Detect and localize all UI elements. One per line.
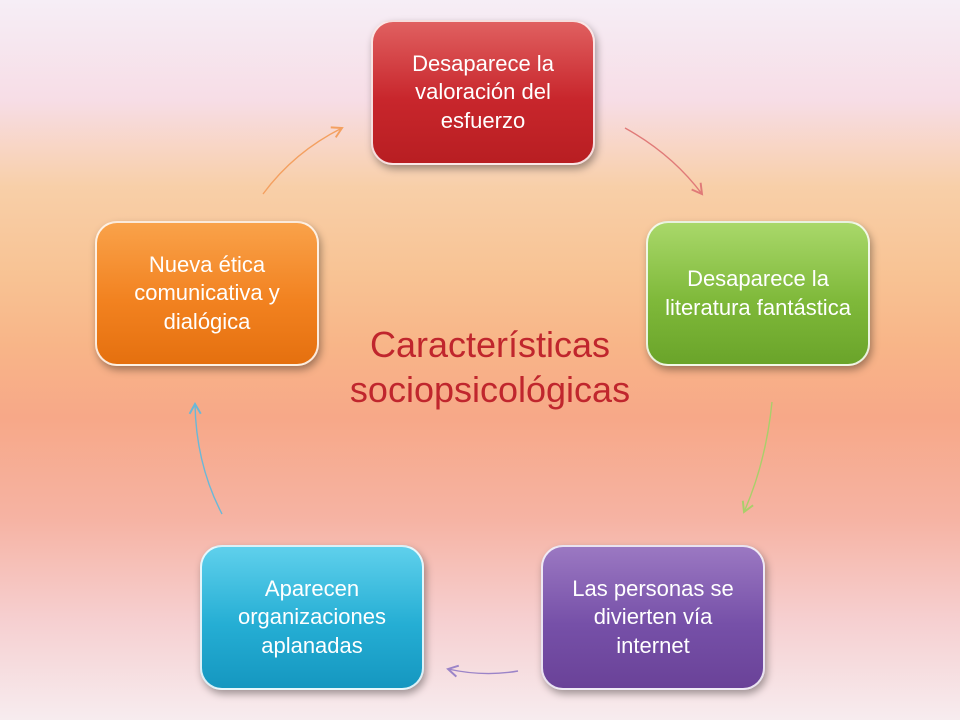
node-desaparece-literatura-fantastica: Desaparece la literatura fantástica xyxy=(646,221,870,366)
arrow-left-to-top xyxy=(262,126,344,195)
node-label: Aparecen organizaciones aplanadas xyxy=(238,575,386,658)
node-label: Desaparece la literatura fantástica xyxy=(665,265,851,320)
node-desaparece-valoracion-esfuerzo: Desaparece la valoración del esfuerzo xyxy=(371,20,595,165)
center-title-line2: sociopsicológicas xyxy=(349,369,631,410)
arrow-right-to-bottom-right xyxy=(741,401,773,514)
node-label: Las personas se divierten vía internet xyxy=(572,575,734,658)
node-label: Nueva ética comunicativa y dialógica xyxy=(134,251,280,334)
arrow-bottom-left-to-left xyxy=(188,402,223,515)
center-title: Características sociopsicológicas xyxy=(290,322,690,412)
arrow-bottom-right-to-bottom-left xyxy=(446,664,519,678)
node-organizaciones-aplanadas: Aparecen organizaciones aplanadas xyxy=(200,545,424,690)
center-title-line1: Características xyxy=(369,324,611,365)
node-nueva-etica-comunicativa: Nueva ética comunicativa y dialógica xyxy=(95,221,319,366)
node-personas-divierten-internet: Las personas se divierten vía internet xyxy=(541,545,765,690)
node-label: Desaparece la valoración del esfuerzo xyxy=(412,50,554,133)
arrow-top-to-right xyxy=(624,127,704,196)
